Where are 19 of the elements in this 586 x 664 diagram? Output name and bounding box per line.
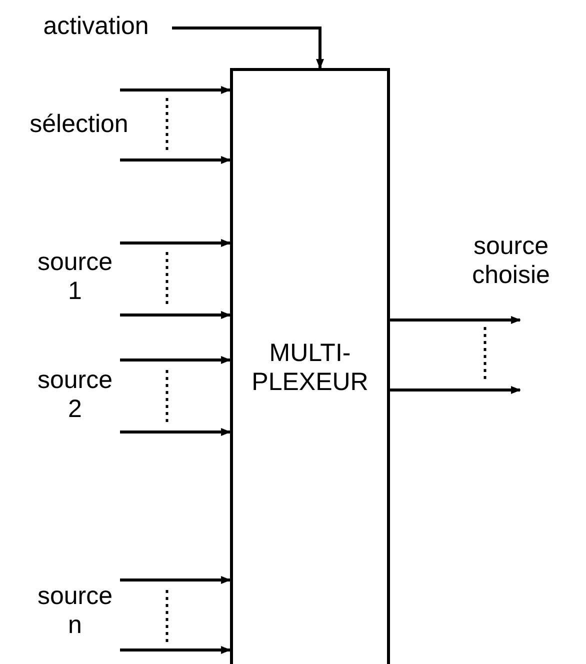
arrow	[172, 26, 324, 69]
arrow	[120, 428, 231, 436]
arrow	[120, 86, 231, 94]
multiplexer-box	[230, 68, 390, 664]
signal-label: source 1	[36, 248, 114, 306]
arrow	[120, 311, 231, 319]
signal-label: source n	[36, 582, 114, 640]
arrow	[120, 156, 231, 164]
box-label: MULTI- PLEXEUR	[250, 339, 370, 397]
signal-label: source 2	[36, 366, 114, 424]
arrow	[120, 239, 231, 247]
arrow	[120, 356, 231, 364]
arrow	[120, 646, 231, 654]
signal-label: source choisie	[471, 232, 551, 290]
arrow	[390, 386, 521, 394]
signal-label: sélection	[28, 110, 130, 139]
arrow	[390, 316, 521, 324]
arrow	[120, 576, 231, 584]
signal-label: activation	[20, 12, 172, 44]
